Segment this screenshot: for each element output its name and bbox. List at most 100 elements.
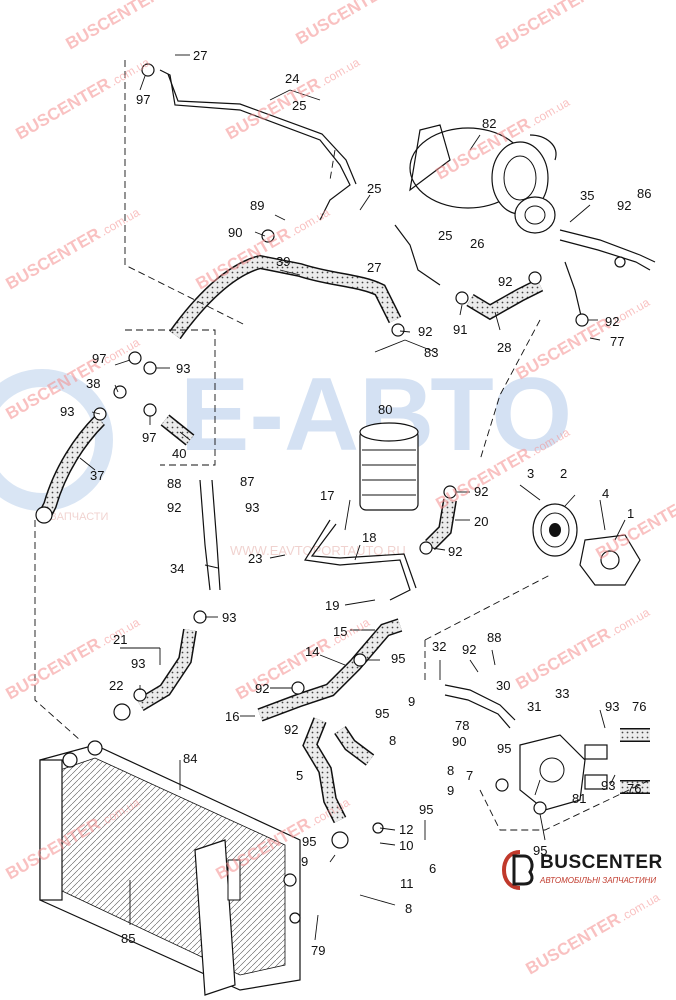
callout-84: 84 [183,751,197,766]
callout-76: 76 [632,699,646,714]
callout-18: 18 [362,530,376,545]
callout-93: 93 [601,778,615,793]
callout-91: 91 [453,322,467,337]
oil-cooler [359,422,419,511]
callout-19: 19 [325,598,339,613]
callout-39: 39 [276,254,290,269]
callout-27: 27 [367,260,381,275]
callout-32: 32 [432,639,446,654]
wm-brand: BUSCENTER [523,909,624,978]
callout-4: 4 [602,486,609,501]
callout-92: 92 [418,324,432,339]
callout-88: 88 [167,476,181,491]
logo-subtitle: АВТОМОБІЛЬНІ ЗАПЧАСТИНИ [540,876,657,885]
coolant-hoses [38,254,650,824]
callout-8: 8 [405,901,412,916]
callout-79: 79 [311,943,325,958]
callout-28: 28 [497,340,511,355]
callout-95: 95 [391,651,405,666]
callout-92: 92 [474,484,488,499]
callout-90: 90 [452,734,466,749]
callout-27: 27 [193,48,207,63]
callout-93: 93 [176,361,190,376]
wm-brand: BUSCENTER [3,634,104,703]
callout-12: 12 [399,822,413,837]
wm-site: .com.ua [288,205,332,239]
buscenter-logo-icon [502,850,534,890]
callout-95: 95 [533,843,547,858]
callout-90: 90 [228,225,242,240]
wm-brand: BUSCENTER [63,0,164,53]
callout-9: 9 [408,694,415,709]
leader-lines [79,54,626,941]
callout-38: 38 [86,376,100,391]
callout-9: 9 [301,854,308,869]
callout-92: 92 [255,681,269,696]
callout-93: 93 [245,500,259,515]
wm-brand: BUSCENTER [223,74,324,143]
callout-97: 97 [136,92,150,107]
callout-97: 97 [92,351,106,366]
callout-93: 93 [222,610,236,625]
callout-81: 81 [572,791,586,806]
callout-97: 97 [142,430,156,445]
callout-17: 17 [320,488,334,503]
callout-11: 11 [400,876,414,891]
wm-site: .com.ua [98,205,142,239]
metal-pipes [159,69,656,729]
watermark-logo-circle [0,369,113,511]
wm-brand: BUSCENTER [13,74,114,143]
callout-1: 1 [627,506,634,521]
watermark-url-text: WWW.EAVTOPORTAUTO.RU [230,543,406,558]
wm-site: .com.ua [318,55,362,89]
callout-92: 92 [498,274,512,289]
callout-25: 25 [367,181,381,196]
callout-31: 31 [527,699,541,714]
callout-37: 37 [90,468,104,483]
callout-87: 87 [240,474,254,489]
buscenter-logo: BUSCENTER АВТОМОБІЛЬНІ ЗАПЧАСТИНИ [500,846,676,896]
callout-77: 77 [610,334,624,349]
logo-title: BUSCENTER [540,852,663,873]
callout-95: 95 [497,741,511,756]
callout-93: 93 [605,699,619,714]
callout-25: 25 [292,98,306,113]
callout-34: 34 [170,561,184,576]
callout-85: 85 [121,931,135,946]
callout-83: 83 [424,345,438,360]
callout-21: 21 [113,632,127,647]
callout-92: 92 [617,198,631,213]
callout-92: 92 [462,642,476,657]
wm-brand: BUSCENTER [293,0,394,48]
grouping-lines [34,60,651,831]
callout-86: 86 [637,186,651,201]
callout-92: 92 [448,544,462,559]
callout-92: 92 [605,314,619,329]
callout-78: 78 [455,718,469,733]
callout-33: 33 [555,686,569,701]
callout-5: 5 [296,768,303,783]
callout-20: 20 [474,514,488,529]
callout-22: 22 [109,678,123,693]
wm-brand: BUSCENTER [493,0,594,53]
callout-93: 93 [131,656,145,671]
turbocharger [409,124,557,234]
thermostat-housing [519,734,608,811]
callout-95: 95 [302,834,316,849]
callout-92: 92 [167,500,181,515]
callout-26: 26 [470,236,484,251]
callout-3: 3 [527,466,534,481]
part-callouts: 27 97 24 25 82 25 89 90 35 92 86 25 26 2… [60,48,651,958]
wm-site: .com.ua [608,605,652,639]
callout-89: 89 [250,198,264,213]
callout-10: 10 [399,838,413,853]
callout-35: 35 [580,188,594,203]
wm-brand: BUSCENTER [3,224,104,293]
radiator [39,740,301,996]
callout-95: 95 [419,802,433,817]
callout-8: 8 [389,733,396,748]
callout-93: 93 [60,404,74,419]
callout-9: 9 [447,783,454,798]
wm-site: .com.ua [528,95,572,129]
